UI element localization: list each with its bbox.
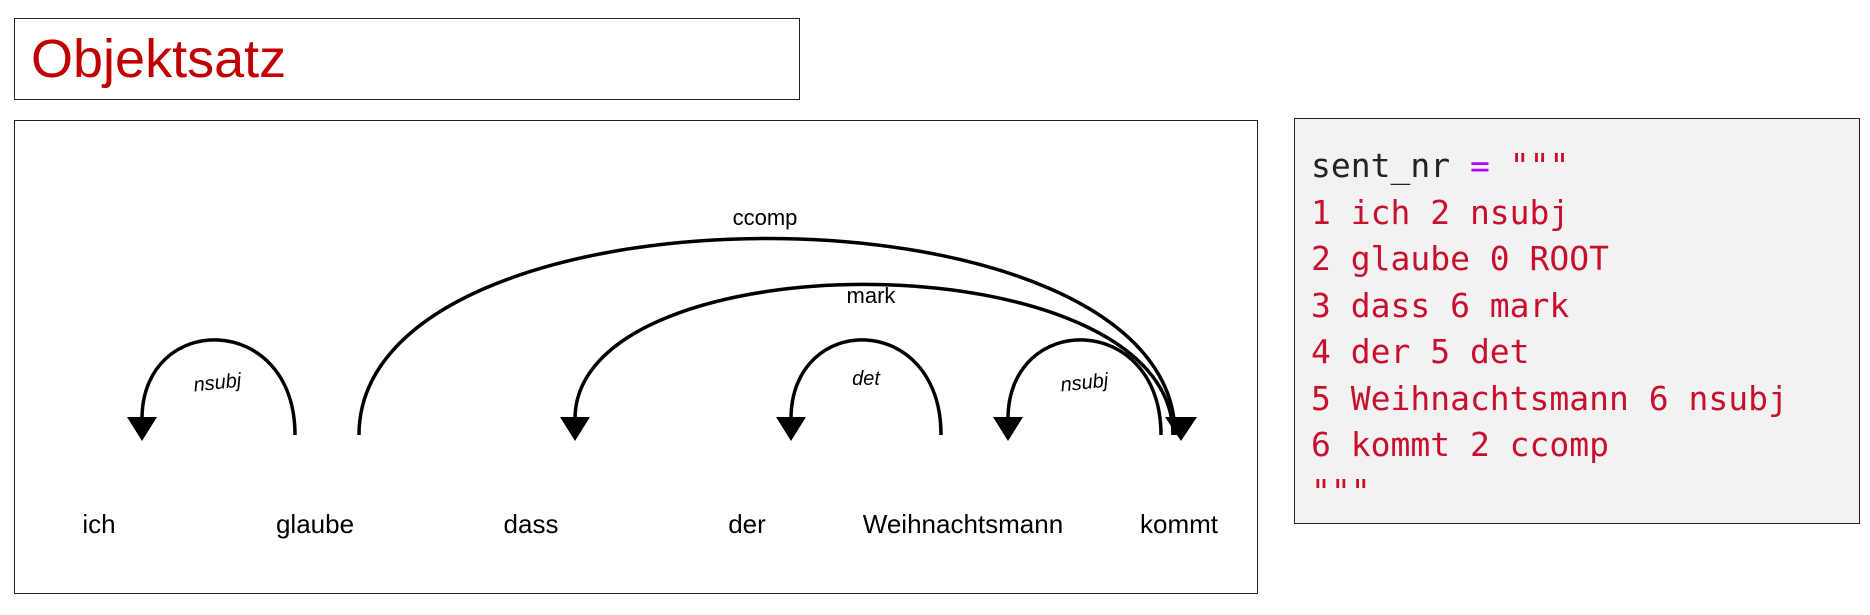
word-ich: ich [82, 509, 115, 539]
word-kommt: kommt [1140, 509, 1219, 539]
code-close-quotes: """ [1311, 471, 1371, 511]
word-dass: dass [504, 509, 559, 539]
code-line-assignment: sent_nr = """ [1311, 143, 1859, 190]
code-open-quotes: """ [1509, 146, 1570, 185]
arrowhead-der [776, 417, 806, 441]
dependency-diagram: ccomp mark nsubj det nsubj ich glaube da… [14, 120, 1258, 594]
arc-label-det: det [852, 368, 881, 390]
code-line: 4 der 5 det [1311, 332, 1530, 371]
code-line: 6 kommt 2 ccomp [1311, 425, 1610, 464]
code-line: 5 Weihnachtsmann 6 nsubj [1311, 378, 1788, 418]
word-weihnachtsmann: Weihnachtsmann [863, 509, 1063, 539]
code-variable: sent_nr [1311, 146, 1451, 185]
arrowhead-kommt [1165, 417, 1197, 441]
arc-nsubj-ich [140, 338, 297, 436]
arc-label-nsubj-ich: nsubj [192, 370, 242, 397]
arc-nsubj-weihnachtsmann [1006, 338, 1163, 436]
title-box: Objektsatz [14, 18, 800, 100]
arrowhead-weihnachtsmann [993, 417, 1023, 441]
arc-mark [573, 282, 1175, 436]
code-line: 3 dass 6 mark [1311, 285, 1570, 325]
arc-det [789, 338, 943, 436]
arc-label-ccomp: ccomp [733, 205, 798, 230]
code-operator: = [1469, 146, 1490, 185]
word-der: der [728, 509, 766, 539]
code-line: 1 ich 2 nsubj [1311, 192, 1570, 232]
code-line: 2 glaube 0 ROOT [1311, 239, 1610, 278]
dependency-diagram-svg: ccomp mark nsubj det nsubj ich glaube da… [82, 205, 1219, 539]
word-glaube: glaube [276, 509, 354, 539]
arc-label-nsubj-weihnachtsmann: nsubj [1059, 370, 1109, 397]
arrowhead-ich [127, 417, 157, 441]
arrowhead-dass [560, 417, 590, 441]
arc-ccomp [357, 236, 1177, 436]
arc-label-mark: mark [847, 283, 897, 308]
slide-title: Objektsatz [31, 29, 287, 89]
